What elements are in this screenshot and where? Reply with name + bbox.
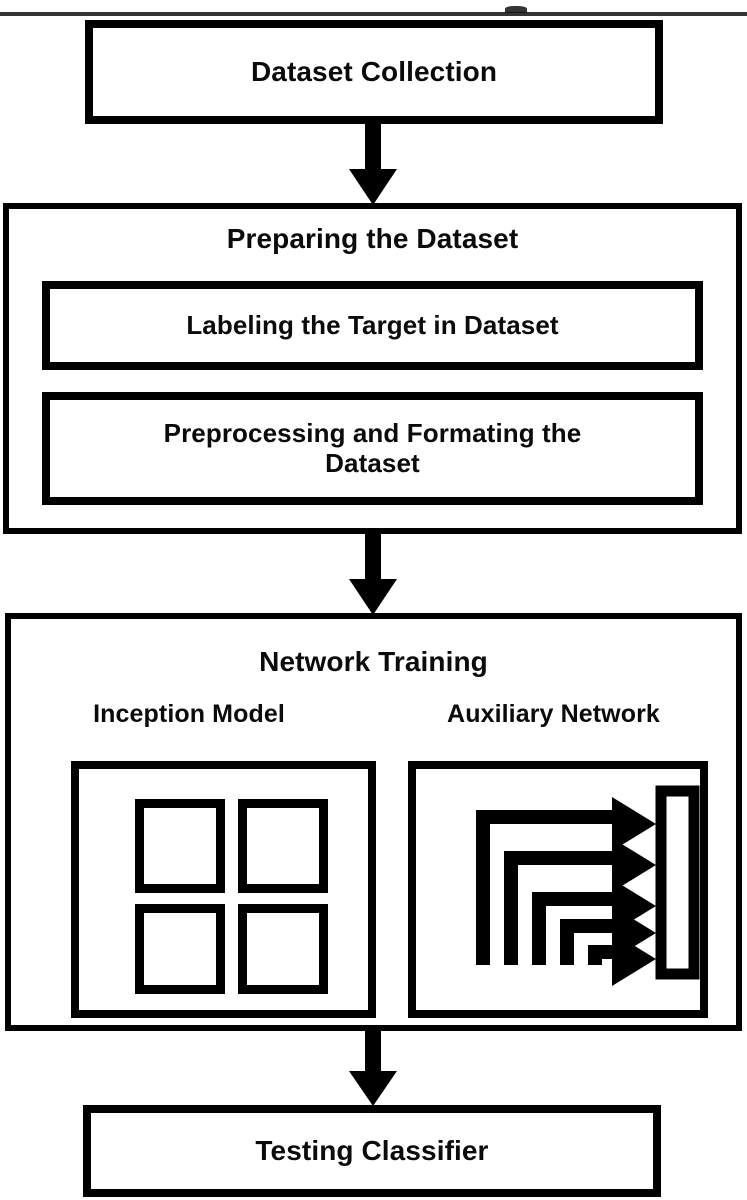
arrow-down-icon [349, 124, 397, 205]
node-inception-model[interactable] [71, 761, 376, 1018]
grid-cell-top-right [238, 799, 328, 893]
edge-dataset-to-preparing [344, 124, 402, 206]
node-dataset-collection-label: Dataset Collection [250, 55, 498, 87]
node-testing-classifier-label: Testing Classifier [255, 1134, 489, 1166]
node-network-training-label: Network Training [259, 646, 488, 677]
node-network-training[interactable]: Network Training Inception Model Auxilia… [5, 613, 742, 1031]
grid-cell-bottom-right [238, 904, 328, 994]
four-square-grid-icon [79, 769, 368, 1010]
edge-preparing-to-training [344, 534, 402, 616]
node-labeling-target[interactable]: Labeling the Target in Dataset [42, 281, 703, 370]
five-arrow-fan-icon [416, 769, 700, 1010]
node-dataset-collection[interactable]: Dataset Collection [85, 20, 663, 124]
node-inception-model-label: Inception Model [93, 700, 285, 728]
grid-cell-top-left [135, 799, 225, 893]
scan-artifact-line [0, 12, 747, 16]
node-testing-classifier[interactable]: Testing Classifier [83, 1105, 661, 1197]
edge-training-to-testing [344, 1031, 402, 1107]
arrow-down-icon [349, 534, 397, 615]
node-preprocessing-formating-label: Preprocessing and Formating the Dataset [163, 417, 582, 478]
node-labeling-target-label: Labeling the Target in Dataset [186, 309, 559, 340]
arrow-down-icon [349, 1031, 397, 1106]
node-preparing-dataset-label: Preparing the Dataset [226, 223, 519, 254]
aux-target-bar [655, 785, 700, 980]
node-preparing-dataset[interactable]: Preparing the Dataset Labeling the Targe… [3, 203, 742, 534]
grid-cell-bottom-left [135, 904, 225, 994]
node-auxiliary-network[interactable] [408, 761, 708, 1018]
node-preprocessing-formating[interactable]: Preprocessing and Formating the Dataset [42, 392, 703, 505]
scan-artifact [505, 6, 527, 13]
node-auxiliary-network-label: Auxiliary Network [447, 700, 660, 728]
